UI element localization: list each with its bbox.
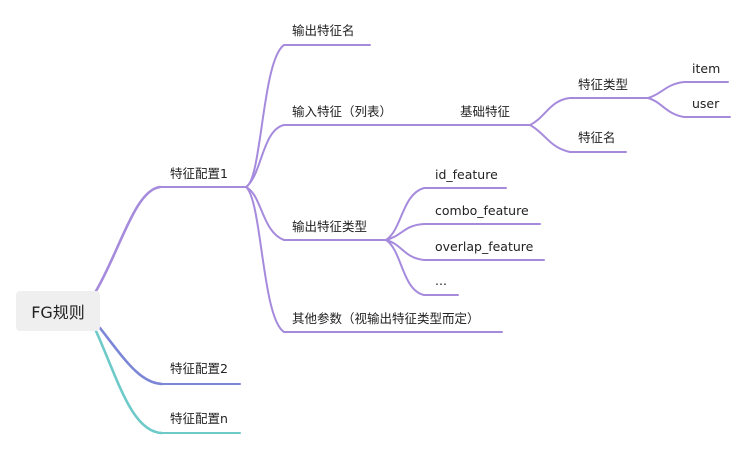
connector-root-config1 [94,185,162,293]
connector-type-user [647,97,685,118]
connector-type-combo [385,223,425,241]
connector-config1-other-params [245,186,285,333]
node-config1[interactable]: 特征配置1 [170,166,228,181]
connector-config1-output-name [245,44,285,188]
connector-type-ellipsis [385,239,425,296]
connector-config1-output-type [245,186,285,241]
connector-config1-input-features [245,124,285,188]
node-confign[interactable]: 特征配置n [170,411,228,426]
node-config2[interactable]: 特征配置2 [170,361,228,376]
root-node[interactable]: FG规则 [16,291,100,331]
node-ellipsis[interactable]: ... [435,273,447,288]
node-id-feature[interactable]: id_feature [435,167,498,182]
node-item[interactable]: item [692,61,721,76]
node-input-features[interactable]: 输入特征（列表） [292,104,393,119]
node-overlap-feature[interactable]: overlap_feature [435,239,534,254]
connector-type-id [385,187,425,241]
connector-root-confign [94,329,164,435]
node-feature-name[interactable]: 特征名 [578,130,616,145]
connector-type-item [647,81,685,99]
node-output-type[interactable]: 输出特征类型 [292,219,368,234]
node-user[interactable]: user [692,96,720,111]
node-base-feature[interactable]: 基础特征 [460,104,511,119]
node-output-name[interactable]: 输出特征名 [292,23,355,38]
node-combo-feature[interactable]: combo_feature [435,203,529,218]
connector-root-config2 [98,326,164,386]
node-feature-type[interactable]: 特征类型 [578,77,629,92]
connector-type-overlap [385,239,425,261]
connector-base-name [529,124,571,153]
node-other-params[interactable]: 其他参数（视输出特征类型而定） [292,311,480,326]
connector-base-type [529,97,571,126]
